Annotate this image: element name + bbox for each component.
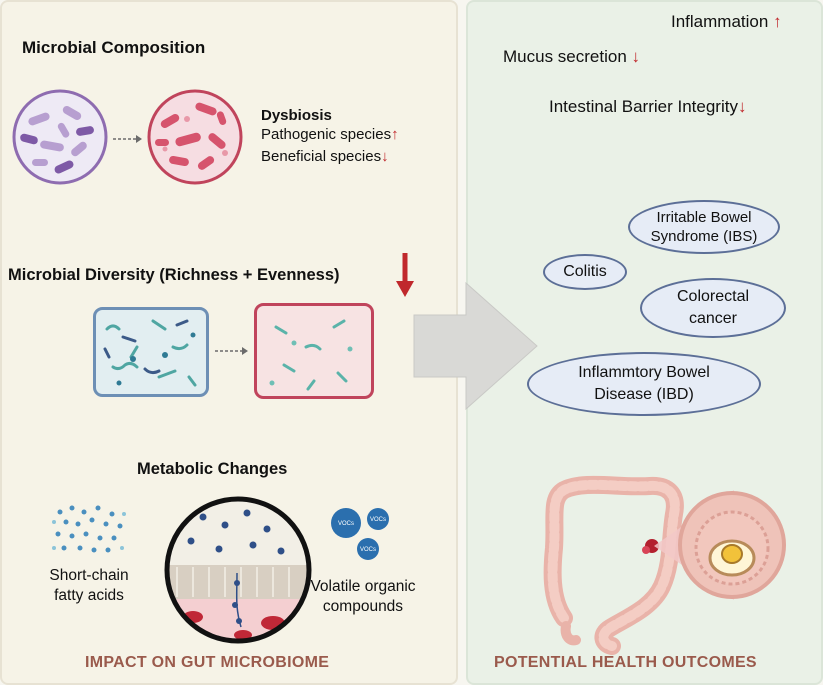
colon-illustration-icon bbox=[543, 475, 684, 655]
decrease-arrow-icon: ↓ bbox=[381, 148, 389, 165]
beneficial-species-label: Beneficial species↓ bbox=[261, 148, 389, 165]
beneficial-species-text: Beneficial species bbox=[261, 148, 382, 165]
scfa-label-line1: Short-chain bbox=[49, 567, 129, 584]
barrier-label: Intestinal Barrier Integrity↓ bbox=[549, 97, 746, 117]
pathogenic-species-label: Pathogenic species↑ bbox=[261, 126, 399, 143]
right-footer: POTENTIAL HEALTH OUTCOMES bbox=[494, 654, 757, 671]
ibd-text: Inflammtory Bowel Disease (IBD) bbox=[578, 362, 710, 406]
ibs-line2: Syndrome (IBS) bbox=[650, 228, 758, 245]
barrier-text: Intestinal Barrier Integrity bbox=[549, 97, 738, 116]
healthy-microbe-circle-icon bbox=[12, 89, 108, 185]
voc-badge-3: VOCs bbox=[360, 547, 376, 553]
crc-line2: cancer bbox=[688, 310, 738, 327]
ibs-line1: Irritable Bowel bbox=[656, 209, 752, 226]
crc-text: Colorectal cancer bbox=[677, 286, 749, 330]
diverse-microbiome-box-icon bbox=[93, 307, 209, 397]
voc-bubbles-icon: VOCs VOCs VOCs bbox=[331, 508, 389, 560]
inflammation-text: Inflammation bbox=[671, 12, 769, 31]
voc-badge-2: VOCs bbox=[370, 517, 386, 523]
decrease-arrow-icon: ↓ bbox=[737, 97, 747, 116]
inflammation-label: Inflammation ↑ bbox=[671, 12, 782, 32]
diversity-title: Microbial Diversity (Richness + Evenness… bbox=[8, 266, 340, 284]
mucus-label: Mucus secretion ↓ bbox=[503, 47, 640, 67]
voc-label-line2: compounds bbox=[322, 598, 404, 615]
metabolic-title: Metabolic Changes bbox=[137, 460, 288, 478]
dotted-arrow-icon bbox=[113, 135, 142, 143]
reduced-microbiome-box-icon bbox=[254, 303, 374, 399]
crc-line1: Colorectal bbox=[676, 288, 750, 305]
scfa-dots-icon bbox=[52, 505, 126, 553]
decrease-arrow-icon: ↓ bbox=[631, 47, 641, 66]
scfa-label-line2: fatty acids bbox=[54, 587, 124, 604]
ibd-oval: Inflammtory Bowel Disease (IBD) bbox=[527, 352, 761, 416]
ibs-oval: Irritable Bowel Syndrome (IBS) bbox=[628, 200, 780, 254]
increase-arrow-icon: ↑ bbox=[391, 126, 399, 143]
big-decrease-arrow-icon bbox=[396, 253, 414, 297]
process-arrow-icon bbox=[413, 281, 538, 411]
dysbiosis-microbe-circle-icon bbox=[147, 89, 243, 185]
tumor-magnifier-icon bbox=[654, 490, 786, 600]
colitis-oval: Colitis bbox=[543, 254, 627, 290]
left-footer: IMPACT ON GUT MICROBIOME bbox=[85, 654, 330, 671]
colorectal-cancer-oval: Colorectal cancer bbox=[640, 278, 786, 338]
ibd-line1: Inflammtory Bowel bbox=[578, 364, 710, 381]
pathogenic-species-text: Pathogenic species bbox=[261, 126, 392, 143]
ibs-text: Irritable Bowel Syndrome (IBS) bbox=[651, 208, 758, 246]
dotted-arrow-icon bbox=[215, 347, 248, 355]
dysbiosis-label: Dysbiosis bbox=[261, 107, 332, 124]
mucus-text: Mucus secretion bbox=[503, 47, 627, 66]
composition-title: Microbial Composition bbox=[22, 38, 206, 57]
voc-label-line1: Volatile organic bbox=[310, 578, 416, 595]
ibd-line2: Disease (IBD) bbox=[594, 386, 694, 403]
colitis-text: Colitis bbox=[563, 263, 607, 280]
voc-badge-1: VOCs bbox=[338, 521, 354, 527]
increase-arrow-icon: ↑ bbox=[773, 12, 782, 31]
gut-cross-section-icon bbox=[164, 496, 312, 644]
